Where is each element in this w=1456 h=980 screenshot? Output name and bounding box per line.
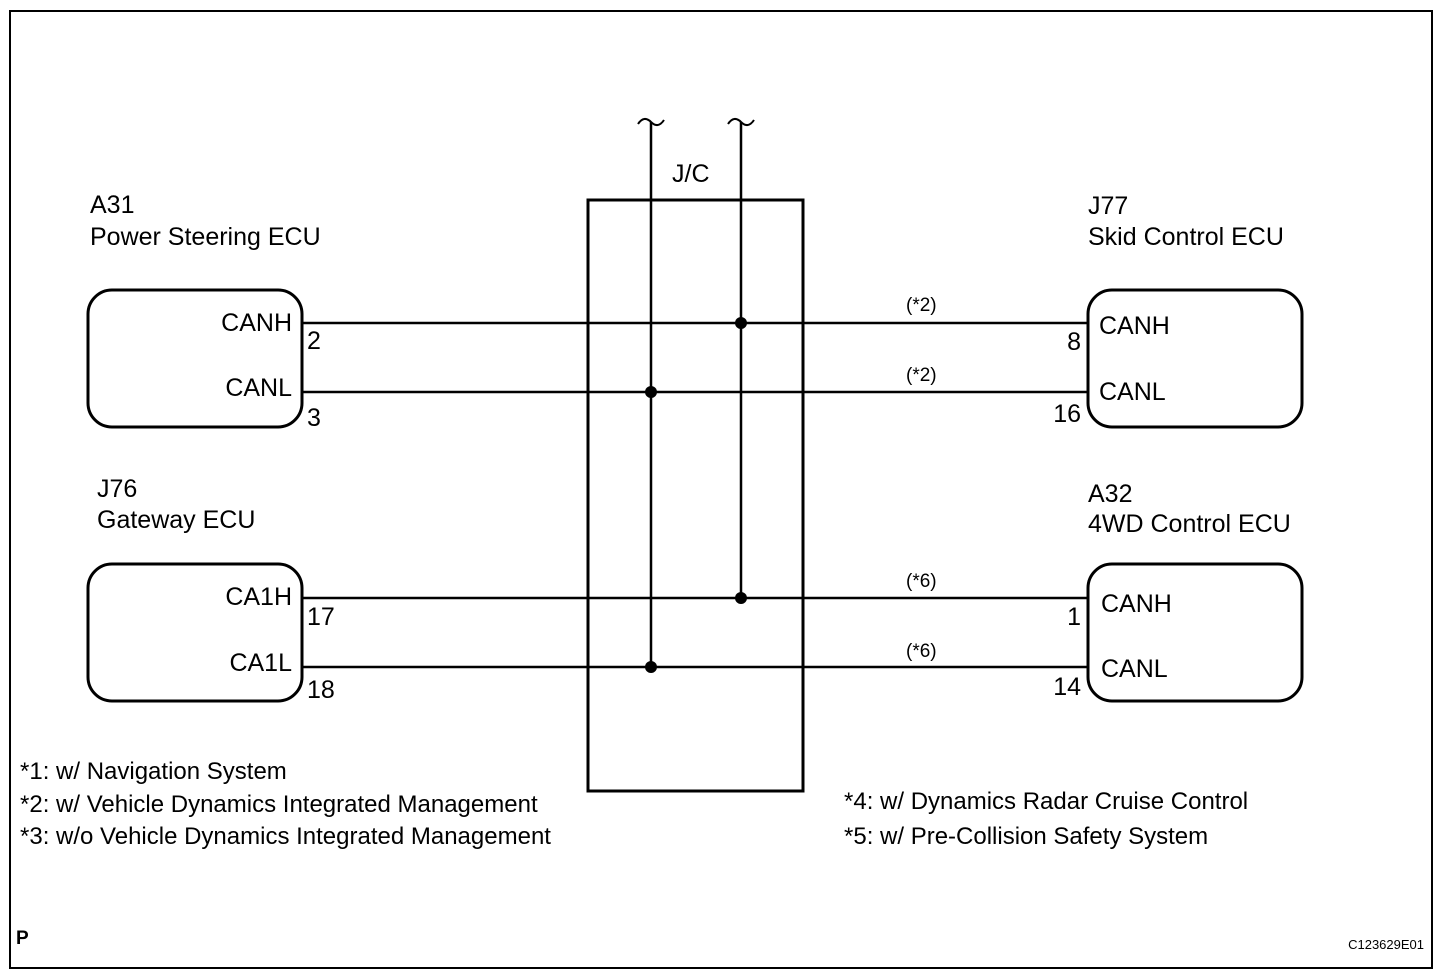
corner-code: P xyxy=(16,928,29,949)
junction-dot xyxy=(735,592,747,604)
footnote: *4: w/ Dynamics Radar Cruise Control xyxy=(844,788,1249,815)
continuation-mark-low xyxy=(637,118,665,126)
junction-dot xyxy=(645,661,657,673)
pin-number-a31-canh: 2 xyxy=(307,327,321,355)
ecu-code-j76: J76 xyxy=(97,475,138,503)
pin-number-a31-canl: 3 xyxy=(307,404,321,432)
signal-label-j76-ca1h: CA1H xyxy=(225,583,292,611)
wire-note: (*6) xyxy=(906,641,937,662)
ecu-name-j77: Skid Control ECU xyxy=(1088,223,1284,251)
footnote: *5: w/ Pre-Collision Safety System xyxy=(844,823,1209,850)
wire-note: (*6) xyxy=(906,571,937,592)
signal-label-j77-canl: CANL xyxy=(1099,378,1166,406)
continuation-mark-high xyxy=(727,118,755,126)
signal-label-j76-ca1l: CA1L xyxy=(229,649,292,677)
footnote: *2: w/ Vehicle Dynamics Integrated Manag… xyxy=(20,791,538,818)
ecu-name-j76: Gateway ECU xyxy=(97,506,256,534)
ecu-code-a31: A31 xyxy=(90,191,135,219)
ecu-box-a32 xyxy=(1086,562,1304,703)
diagram-frame xyxy=(9,10,1433,969)
ecu-box-a31 xyxy=(86,288,304,429)
pin-number-j77-canl: 16 xyxy=(1053,400,1081,428)
ecu-box-j77 xyxy=(1086,288,1304,429)
footnote: *1: w/ Navigation System xyxy=(20,758,287,785)
figure-id: C123629E01 xyxy=(1348,937,1424,952)
ecu-code-j77: J77 xyxy=(1088,192,1129,220)
junction-connector-box xyxy=(586,198,805,793)
junction-connector-label: J/C xyxy=(672,160,710,188)
junction-dot xyxy=(735,317,747,329)
signal-label-a31-canl: CANL xyxy=(225,374,292,402)
pin-number-a32-canl: 14 xyxy=(1053,673,1081,701)
footnote: *3: w/o Vehicle Dynamics Integrated Mana… xyxy=(20,823,551,850)
signal-label-a32-canl: CANL xyxy=(1101,655,1168,683)
pin-number-j76-ca1h: 17 xyxy=(307,603,335,631)
signal-label-j77-canh: CANH xyxy=(1099,312,1170,340)
ecu-box-j76 xyxy=(86,562,304,703)
wire-note: (*2) xyxy=(906,295,937,316)
ecu-code-a32: A32 xyxy=(1088,480,1133,508)
pin-number-j77-canh: 8 xyxy=(1067,328,1081,356)
signal-label-a31-canh: CANH xyxy=(221,309,292,337)
ecu-name-a32: 4WD Control ECU xyxy=(1088,510,1291,538)
wire-note: (*2) xyxy=(906,365,937,386)
junction-dot xyxy=(645,386,657,398)
signal-label-a32-canh: CANH xyxy=(1101,590,1172,618)
ecu-name-a31: Power Steering ECU xyxy=(90,223,321,251)
pin-number-j76-ca1l: 18 xyxy=(307,676,335,704)
pin-number-a32-canh: 1 xyxy=(1067,603,1081,631)
